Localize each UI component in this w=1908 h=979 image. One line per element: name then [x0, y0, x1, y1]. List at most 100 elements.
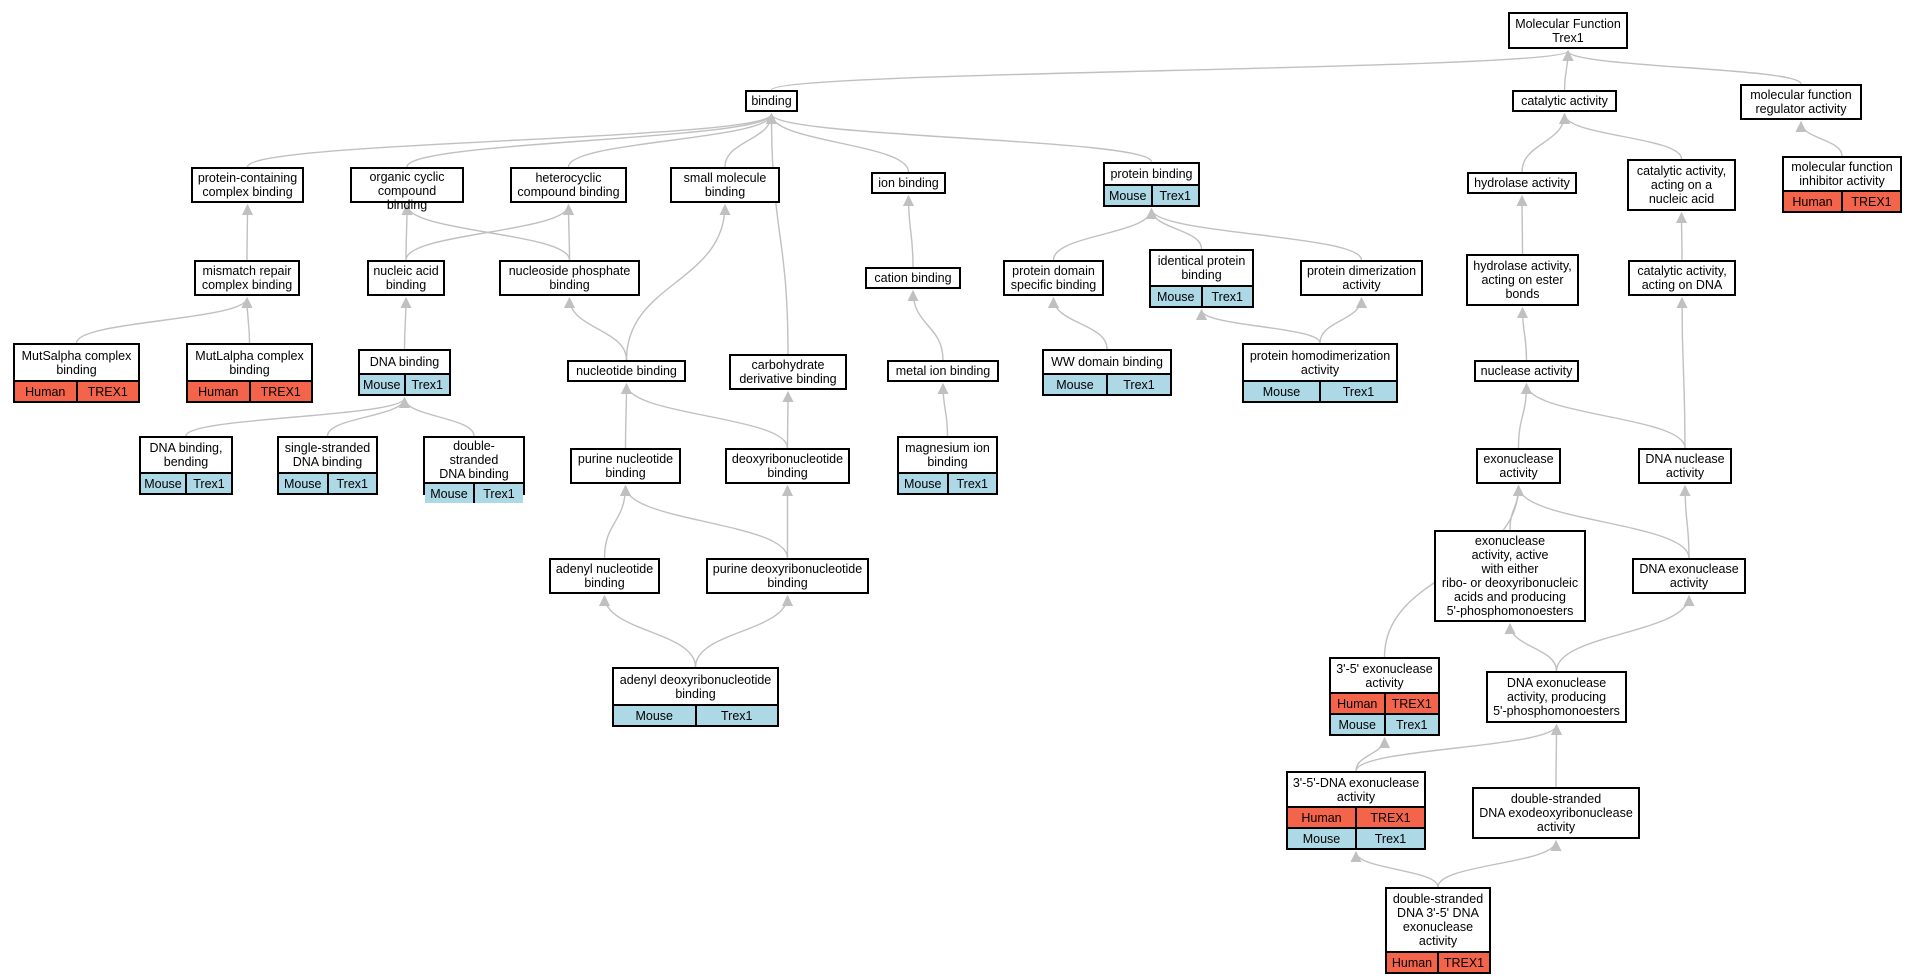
edge-magion-to-metalion	[937, 382, 949, 437]
node-label: carbohydrate derivative binding	[739, 358, 837, 386]
node-catalytic[interactable]: catalytic activity	[1512, 90, 1617, 112]
node-dsdna35[interactable]: double-stranded DNA 3'-5' DNA exonucleas…	[1385, 887, 1491, 974]
node-label: DNA exonuclease activity, producing 5'-p…	[1493, 676, 1620, 718]
node-nuclease[interactable]: nuclease activity	[1474, 360, 1579, 382]
node-protcont[interactable]: protein-containing complex binding	[191, 167, 304, 203]
gene-cell: TREX1	[1383, 694, 1439, 713]
node-dnaexo[interactable]: DNA exonuclease activity	[1632, 558, 1746, 594]
edge-ww-to-protdom	[1047, 296, 1108, 350]
edge-dnanuc-to-catdna	[1676, 296, 1688, 449]
node-label: WW domain binding	[1051, 355, 1163, 369]
node-purnuc[interactable]: purine nucleotide binding	[570, 448, 681, 484]
edge-dsdna-to-dnabind	[398, 396, 475, 437]
gene-cell: Trex1	[694, 706, 778, 725]
node-adenylnuc[interactable]: adenyl nucleotide binding	[549, 558, 660, 594]
edge-deoxynuc-to-nucleotide	[620, 382, 789, 449]
node-nucleotide[interactable]: nucleotide binding	[567, 360, 686, 382]
node-binding[interactable]: binding	[745, 90, 798, 112]
gene-cell: Trex1	[185, 474, 231, 493]
gene-cell: Trex1	[473, 484, 523, 503]
species-cell: Mouse	[1108, 188, 1147, 203]
node-exoeither[interactable]: exonuclease activity, active with either…	[1434, 530, 1586, 622]
species-cell: Mouse	[1262, 384, 1301, 399]
node-mf[interactable]: Molecular Function Trex1	[1508, 12, 1628, 49]
node-metalion[interactable]: metal ion binding	[887, 360, 999, 382]
node-catdna[interactable]: catalytic activity, acting on DNA	[1628, 260, 1736, 296]
gene-cell: Trex1	[1200, 287, 1253, 306]
node-label: 3'-5' exonuclease activity	[1336, 661, 1433, 690]
edge-dnaexo-to-dnanuc	[1679, 484, 1691, 559]
node-deoxynuc[interactable]: deoxyribonucleotide binding	[725, 448, 850, 484]
node-ionbind[interactable]: ion binding	[871, 172, 946, 194]
edge-dnanuc-to-nuclease	[1520, 382, 1686, 449]
node-smallmol[interactable]: small molecule binding	[670, 167, 780, 203]
edge-mmr-to-protcont	[241, 203, 254, 261]
node-label: MutSalpha complex binding	[21, 348, 132, 377]
node-label: binding	[751, 94, 792, 108]
edge-ssdna-to-dnabind	[326, 396, 411, 437]
node-mfreg[interactable]: molecular function regulator activity	[1740, 84, 1862, 120]
node-label: purine deoxyribonucleotide binding	[712, 562, 863, 590]
node-hetcyc[interactable]: heterocyclic compound binding	[510, 167, 627, 203]
node-label: hydrolase activity	[1474, 176, 1570, 190]
node-dsexo[interactable]: double-stranded DNA exodeoxyribonuclease…	[1472, 787, 1640, 839]
edge-nucleotide-to-smallmol	[625, 203, 731, 361]
node-nucacid[interactable]: nucleic acid binding	[367, 260, 445, 296]
edge-dnabind-to-nucacid	[400, 296, 412, 350]
node-protdimer[interactable]: protein dimerization activity	[1300, 260, 1423, 296]
edge-identprot-to-protbind	[1145, 207, 1203, 250]
node-nucphos[interactable]: nucleoside phosphate binding	[499, 260, 640, 296]
node-label: metal ion binding	[895, 364, 991, 378]
node-exonuc[interactable]: exonuclease activity	[1476, 448, 1561, 484]
gene-cell: Trex1	[1355, 829, 1424, 848]
gene-cell: TREX1	[1841, 192, 1900, 211]
edge-nucacid-to-orgcyc	[401, 203, 413, 261]
node-orgcyc[interactable]: organic cyclic compound binding	[350, 167, 464, 212]
species-cell: Human	[1792, 194, 1833, 209]
species-cell: Mouse	[1156, 289, 1195, 304]
node-protdom[interactable]: protein domain specific binding	[1003, 260, 1104, 296]
node-catna[interactable]: catalytic activity, acting on a nucleic …	[1627, 159, 1736, 211]
edge-dnabend-to-dnabind	[185, 396, 410, 437]
node-label: exonuclease activity	[1483, 452, 1554, 480]
edge-mfinhib-to-mfreg	[1795, 120, 1843, 157]
node-dnaexo5p[interactable]: DNA exonuclease activity, producing 5'-p…	[1486, 671, 1627, 723]
node-carbo[interactable]: carbohydrate derivative binding	[729, 354, 847, 390]
node-hydester[interactable]: hydrolase activity, acting on ester bond…	[1466, 254, 1579, 306]
node-dnanuc[interactable]: DNA nuclease activity	[1638, 448, 1732, 484]
edge-exonuc-to-nuclease	[1517, 382, 1533, 449]
human-annotation-row: Human TREX1	[1784, 190, 1900, 211]
node-label: deoxyribonucleotide binding	[731, 452, 844, 480]
node-label: protein-containing complex binding	[197, 171, 298, 199]
node-hydrolase[interactable]: hydrolase activity	[1467, 172, 1577, 194]
mouse-annotation-row: Mouse Trex1	[1151, 285, 1252, 306]
node-cation[interactable]: cation binding	[865, 267, 961, 289]
node-purdeoxy[interactable]: purine deoxyribonucleotide binding	[706, 558, 869, 594]
node-mmr[interactable]: mismatch repair complex binding	[194, 260, 300, 296]
edge-mutla-to-mmr	[241, 296, 253, 344]
node-label: DNA exonuclease activity	[1639, 562, 1739, 590]
edge-adenylnuc-to-purnuc	[603, 484, 632, 559]
edge-nucphos-to-hetcyc	[562, 203, 575, 261]
node-label: nuclease activity	[1480, 364, 1573, 378]
